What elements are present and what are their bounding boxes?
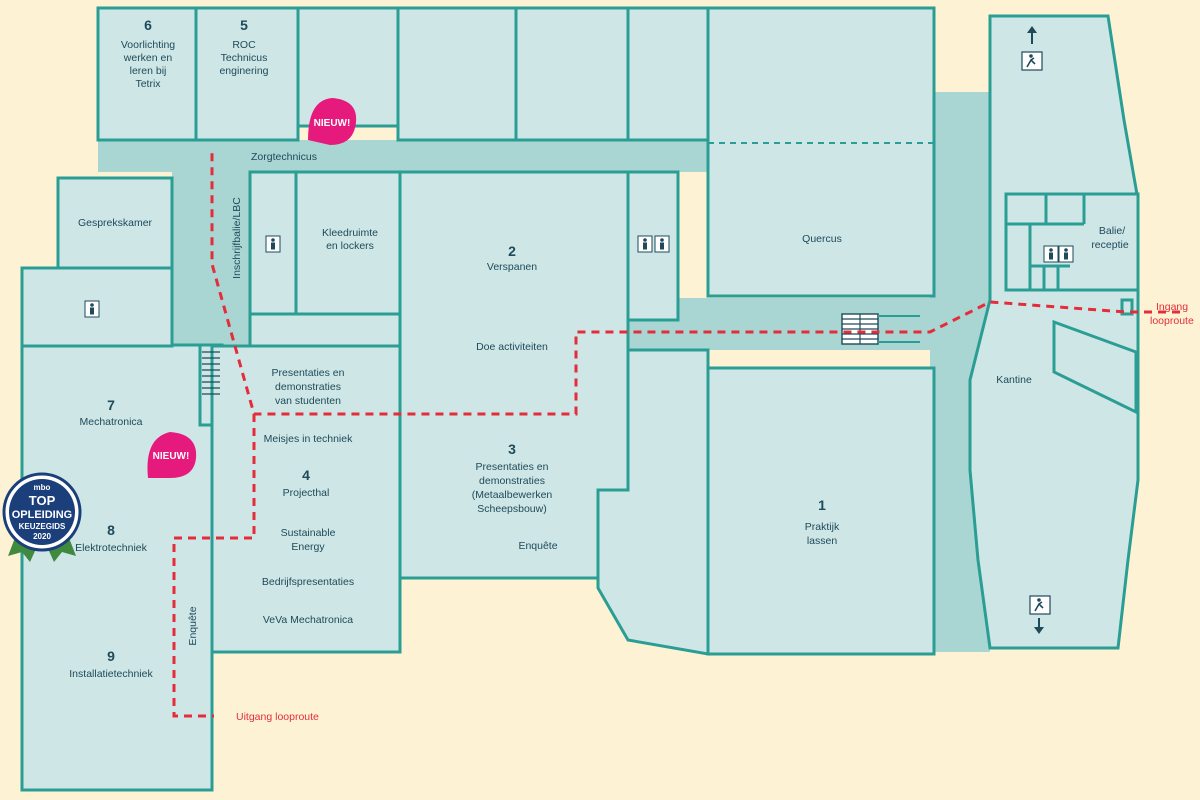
enquete-label: Enquête	[518, 540, 557, 552]
presentaties-studenten-label: Presentaties en	[272, 367, 345, 379]
room-1	[706, 366, 936, 656]
svg-text:(Metaalbewerken: (Metaalbewerken	[472, 489, 553, 501]
svg-text:werken en: werken en	[123, 52, 173, 64]
svg-text:Energy: Energy	[291, 541, 325, 553]
nieuw-badge: NIEUW!	[308, 98, 357, 145]
room-4-label: Projecthal	[283, 487, 330, 499]
gesprekskamer-label: Gesprekskamer	[78, 217, 153, 229]
svg-text:OPLEIDING: OPLEIDING	[12, 509, 73, 521]
room-8-label: Elektrotechniek	[75, 542, 148, 554]
room-6	[96, 6, 198, 142]
room-kleedruimte	[294, 170, 402, 316]
room-3-number: 3	[508, 441, 516, 457]
svg-text:Technicus: Technicus	[221, 52, 268, 64]
room-top-4	[396, 6, 518, 142]
svg-text:KEUZEGIDS: KEUZEGIDS	[19, 522, 66, 531]
enquete-left-label: Enquête	[187, 606, 199, 645]
svg-text:demonstraties: demonstraties	[479, 475, 545, 487]
svg-text:TOP: TOP	[29, 493, 56, 508]
svg-text:van studenten: van studenten	[275, 395, 341, 407]
arrow-up-icon	[1027, 26, 1037, 44]
room-gesprekskamer	[56, 176, 174, 270]
room-1-number: 1	[818, 497, 826, 513]
room-5	[194, 6, 300, 142]
svg-text:NIEUW!: NIEUW!	[314, 118, 351, 129]
middle-rooms	[210, 170, 936, 656]
svg-text:leren bij: leren bij	[130, 65, 167, 77]
room-quercus	[706, 6, 936, 298]
room-9-number: 9	[107, 648, 115, 664]
quercus-label: Quercus	[802, 233, 842, 245]
sustainable-label: Sustainable	[281, 527, 336, 539]
kleedruimte-label: Kleedruimte	[322, 227, 378, 239]
room-7-number: 7	[107, 397, 115, 413]
top-rooms	[96, 6, 936, 298]
svg-text:Scheepsbouw): Scheepsbouw)	[477, 503, 546, 515]
nieuw-badge: NIEUW!	[147, 432, 197, 478]
room-5-label: ROC	[232, 39, 256, 51]
svg-text:demonstraties: demonstraties	[275, 381, 341, 393]
toilet-icon	[265, 235, 281, 253]
room-7-label: Mechatronica	[79, 416, 142, 428]
room-2-3	[398, 170, 630, 580]
room-4-number: 4	[302, 467, 310, 483]
room-2-number: 2	[508, 243, 516, 259]
doe-activiteiten-label: Doe activiteiten	[476, 341, 548, 353]
svg-text:Tetrix: Tetrix	[135, 78, 161, 90]
room-3-label: Presentaties en	[476, 461, 549, 473]
inschrijfbalie-label: Inschrijfbalie/LBC	[231, 197, 243, 279]
room-balie-block	[1004, 192, 1140, 292]
room-2-label: Verspanen	[487, 261, 537, 273]
room-1-label: Praktijk	[805, 521, 840, 533]
bedrijfspresentaties-label: Bedrijfspresentaties	[262, 576, 354, 588]
svg-text:receptie: receptie	[1091, 239, 1129, 251]
room-9-label: Installatietechniek	[69, 668, 153, 680]
svg-text:NIEUW!: NIEUW!	[153, 451, 190, 462]
emergency-exit-icon	[1029, 595, 1051, 615]
meisjes-label: Meisjes in techniek	[264, 433, 353, 445]
veva-label: VeVa Mechatronica	[263, 614, 353, 626]
svg-text:lassen: lassen	[807, 535, 838, 547]
uitgang-label: Uitgang looproute	[236, 711, 319, 723]
room-top-5	[514, 6, 630, 142]
room-kantine-corner	[1052, 319, 1138, 415]
toilet-icon	[84, 300, 100, 318]
svg-text:looproute: looproute	[1150, 315, 1194, 327]
zorgtechnicus-label: Zorgtechnicus	[251, 151, 317, 163]
room-6-label: Voorlichting	[121, 39, 175, 51]
room-8-number: 8	[107, 522, 115, 538]
stairs-icon	[202, 351, 220, 395]
ingang-label: Ingang	[1156, 301, 1188, 313]
room-labels: 6 Voorlichting werken en leren bij Tetri…	[69, 17, 1194, 723]
room-5-number: 5	[240, 17, 248, 33]
svg-text:en lockers: en lockers	[326, 240, 374, 252]
right-wing	[968, 14, 1140, 650]
walking-route	[172, 150, 1180, 718]
toilet-icon	[1043, 245, 1074, 263]
room-toilet-mid	[626, 170, 680, 322]
room-top-6	[626, 6, 710, 142]
room-6-number: 6	[144, 17, 152, 33]
svg-text:mbo: mbo	[34, 483, 51, 492]
emergency-exit-icon	[1021, 51, 1043, 71]
svg-text:enginering: enginering	[219, 65, 268, 77]
top-opleiding-award-badge: mbo TOP OPLEIDING KEUZEGIDS 2020	[2, 472, 82, 562]
balie-label: Balie/	[1099, 225, 1125, 237]
kantine-label: Kantine	[996, 374, 1032, 386]
toilet-icon	[637, 235, 670, 253]
stairs-icon	[841, 313, 920, 345]
arrow-down-icon	[1034, 618, 1044, 634]
svg-text:2020: 2020	[33, 532, 51, 541]
